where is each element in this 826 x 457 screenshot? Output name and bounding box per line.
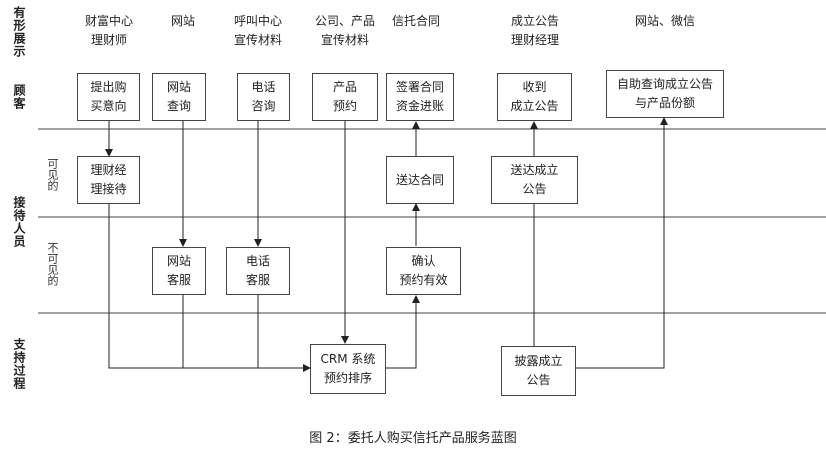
box-deliver-contract: 送达合同	[386, 156, 454, 204]
box-website-service: 网站 客服	[152, 247, 206, 295]
evidence-website: 网站	[170, 14, 195, 28]
evidence-call-center: 呼叫中心 宣传材料	[233, 14, 282, 47]
box-confirm-reservation: 确认 预约有效	[386, 247, 461, 295]
row-label-physical-evidence: 有形展示	[12, 6, 26, 58]
box-phone-inquiry: 电话 咨询	[237, 73, 290, 121]
arrow-crm-to-confirm	[386, 295, 420, 369]
sub-label-invisible: 不可见的	[46, 242, 59, 286]
box-receive-announcement: 收到 成立公告	[497, 73, 572, 121]
row-label-contact-staff: 接待人员	[12, 196, 26, 248]
box-self-query: 自助查询成立公告 与产品份额	[606, 70, 724, 118]
box-crm-sorting: CRM 系统 预约排序	[310, 344, 386, 394]
evidence-announcement: 成立公告 理财经理	[510, 14, 559, 47]
evidence-web-wechat: 网站、微信	[634, 14, 695, 28]
evidence-wealth-center: 财富中心 理财师	[84, 14, 133, 47]
box-product-reservation: 产品 预约	[312, 73, 378, 121]
arrow-disclose-to-self-query	[576, 117, 668, 369]
arrow-manager-to-crm	[108, 203, 311, 372]
box-phone-service: 电话 客服	[226, 247, 290, 295]
box-disclose-announcement: 披露成立 公告	[501, 346, 576, 396]
row-label-support-process: 支持过程	[12, 338, 26, 390]
sub-label-visible: 可见的	[46, 158, 59, 191]
box-deliver-announcement: 送达成立 公告	[491, 156, 578, 204]
box-manager-reception: 理财经 理接待	[77, 156, 140, 204]
box-website-query: 网站 查询	[152, 73, 206, 121]
row-label-customer: 顾客	[12, 84, 26, 110]
evidence-company-materials: 公司、产品 宣传材料	[314, 14, 375, 47]
box-sign-contract: 签署合同 资金进账	[386, 73, 454, 121]
evidence-trust-contract: 信托合同	[391, 14, 440, 28]
figure-caption: 图 2：委托人购买信托产品服务蓝图	[309, 431, 517, 446]
box-purchase-intent: 提出购 买意向	[77, 73, 140, 121]
